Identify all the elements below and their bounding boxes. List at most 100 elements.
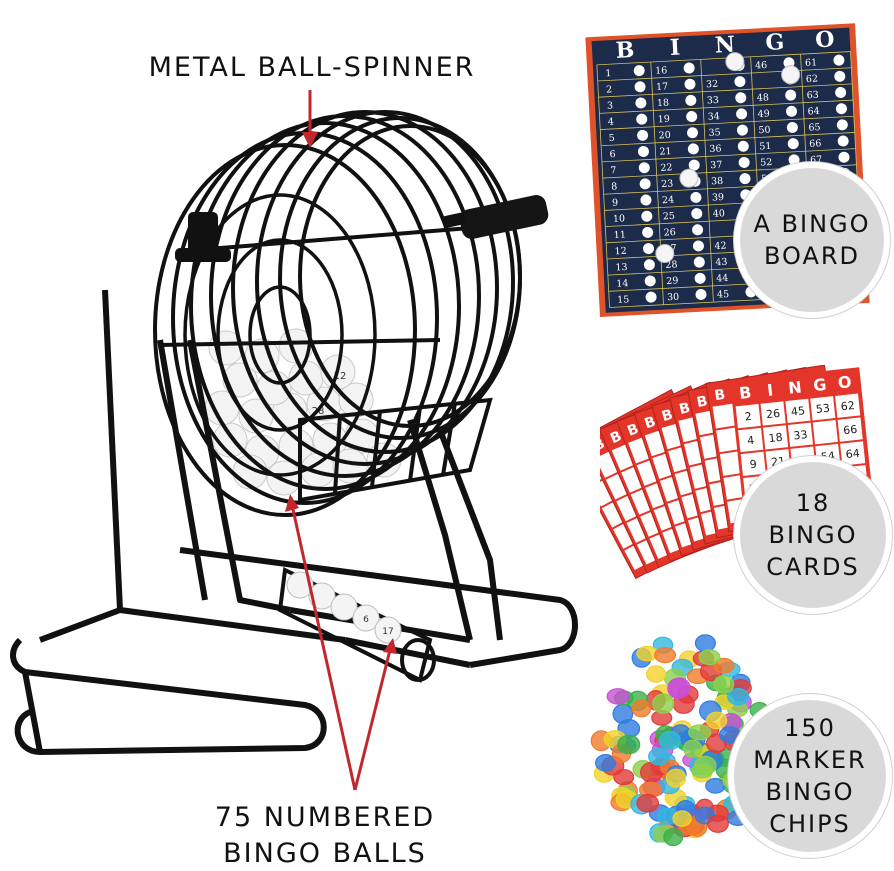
board-hole	[837, 135, 849, 147]
board-hole	[633, 65, 645, 77]
bingo-chip	[612, 703, 634, 724]
board-number: 24	[662, 195, 675, 207]
board-number: 49	[757, 108, 770, 120]
chute-ball	[308, 582, 336, 610]
bingo-chip	[663, 828, 684, 847]
board-number: 51	[759, 141, 772, 153]
balls-callout-label: 75 NUMBERED BINGO BALLS	[185, 800, 465, 871]
board-number: 40	[713, 208, 726, 220]
board-number: 34	[707, 111, 720, 123]
board-number: 20	[658, 130, 671, 142]
board-hole	[683, 62, 695, 74]
bingo-chip	[617, 734, 641, 755]
card-number: 66	[843, 423, 858, 437]
bingo-chip	[648, 747, 670, 766]
board-number: 4	[608, 117, 615, 128]
card-header-letter: B	[695, 393, 709, 411]
board-number: 8	[611, 181, 618, 192]
board-hole	[636, 113, 648, 125]
board-number: 14	[616, 278, 629, 290]
callout-arrows	[285, 90, 397, 791]
board-number: 43	[715, 257, 728, 269]
board-ball	[655, 244, 675, 264]
chips-badge: 150 MARKER BINGO CHIPS	[728, 694, 892, 858]
bingo-chip	[713, 674, 735, 694]
chute-ball	[286, 571, 314, 599]
board-number: 32	[706, 79, 719, 91]
card-header-letter: B	[643, 414, 658, 433]
board-hole	[687, 127, 699, 139]
card-header-letter: B	[600, 436, 608, 455]
board-number: 10	[613, 213, 626, 225]
cage-front-face	[183, 193, 377, 477]
board-hole	[692, 240, 704, 252]
board-header-letter: G	[765, 29, 785, 56]
board-number: 1	[605, 68, 612, 79]
board-hole	[641, 210, 653, 222]
board-number: 13	[615, 262, 628, 274]
card-header-letter: O	[837, 372, 853, 392]
bingo-chip	[613, 768, 635, 786]
board-header-letter: N	[714, 32, 735, 59]
cards-badge-line-1: 18	[795, 489, 831, 517]
card-header-letter: B	[660, 407, 675, 425]
bingo-chip	[658, 730, 681, 751]
board-hole	[691, 208, 703, 220]
card-header-letter: I	[766, 380, 774, 400]
board-hole	[785, 89, 797, 101]
balls-callout-line-2: BINGO BALLS	[223, 838, 427, 869]
bingo-chip	[672, 810, 692, 827]
board-hole	[694, 272, 706, 284]
board-hole	[635, 97, 647, 109]
card-number: 45	[790, 404, 805, 418]
board-header-letter: I	[669, 34, 681, 61]
board-number: 62	[806, 73, 819, 85]
bingo-chip	[688, 724, 712, 741]
board-number: 12	[614, 246, 627, 258]
cage-door-latch	[175, 212, 231, 262]
board-number: 37	[710, 160, 723, 172]
chute-ball	[352, 604, 380, 632]
bingo-chip	[631, 699, 652, 718]
board-ball	[725, 52, 745, 72]
crank-handle	[443, 195, 549, 239]
board-number: 61	[805, 57, 818, 69]
board-hole	[640, 194, 652, 206]
board-number: 15	[617, 294, 630, 306]
board-number: 65	[808, 122, 821, 134]
bingo-chip	[698, 649, 721, 666]
board-number: 30	[667, 292, 680, 304]
card-number: 33	[793, 428, 808, 442]
balls-callout-line-1: 75 NUMBERED	[214, 802, 436, 833]
board-hole	[690, 191, 702, 203]
board-hole	[735, 92, 747, 104]
board-hole	[836, 119, 848, 131]
board-hole	[834, 70, 846, 82]
board-number: 33	[707, 95, 720, 107]
bingo-chip	[667, 677, 689, 699]
board-ball	[781, 65, 801, 85]
board-number: 48	[757, 92, 770, 104]
board-hole	[737, 140, 749, 152]
board-number: 7	[610, 165, 617, 176]
board-hole	[786, 121, 798, 133]
bingo-chip	[705, 777, 726, 794]
board-header-letter: B	[615, 37, 635, 64]
board-number: 18	[657, 98, 670, 110]
board-hole	[688, 159, 700, 171]
ball-number: 6	[363, 615, 369, 625]
board-hole	[739, 173, 751, 185]
bingo-chip	[595, 754, 617, 772]
board-number: 29	[666, 275, 679, 287]
card-header-letter: B	[713, 387, 726, 404]
board-hole	[736, 124, 748, 136]
board-hole	[639, 178, 651, 190]
bingo-ball	[266, 460, 302, 496]
board-hole	[637, 146, 649, 158]
bingo-chip	[654, 647, 677, 664]
chips-badge-line-2: MARKER	[753, 746, 867, 774]
bingo-chip	[691, 763, 714, 779]
board-number: 26	[663, 227, 676, 239]
board-number: 3	[607, 100, 614, 111]
